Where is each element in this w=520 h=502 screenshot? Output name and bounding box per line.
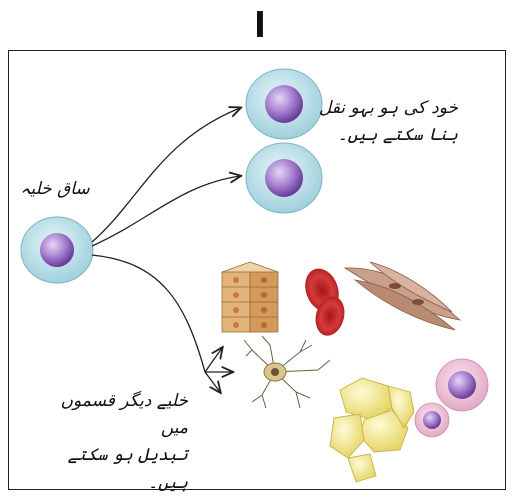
self-renewal-label: خود کی ہو بہو نقل بنا سکتے ہیں۔ <box>318 95 458 149</box>
neuron-cell <box>244 336 330 408</box>
daughter-cell-bottom <box>246 143 322 213</box>
fat-cells <box>330 378 414 482</box>
epithelial-cells <box>222 262 278 332</box>
blood-cell-large <box>436 359 488 411</box>
differentiation-arrows <box>92 255 232 392</box>
stem-cell <box>21 217 93 283</box>
daughter-cell-top <box>246 69 322 139</box>
stem-cell-label: ساق خلیہ <box>10 178 100 199</box>
muscle-cells <box>345 262 460 330</box>
self-renewal-arrows <box>92 108 240 246</box>
self-renewal-line-1: خود کی ہو بہو نقل <box>318 95 458 122</box>
self-renewal-line-2: بنا سکتے ہیں۔ <box>318 122 458 149</box>
differentiation-line-1: خلیے دیگر قسموں میں <box>28 388 188 442</box>
differentiation-label: خلیے دیگر قسموں میں تبدیل ہو سکتے ہیں۔ <box>28 388 188 497</box>
red-blood-cells <box>299 264 348 339</box>
differentiation-line-2: تبدیل ہو سکتے ہیں۔ <box>28 442 188 496</box>
blood-cell-small <box>415 403 449 437</box>
